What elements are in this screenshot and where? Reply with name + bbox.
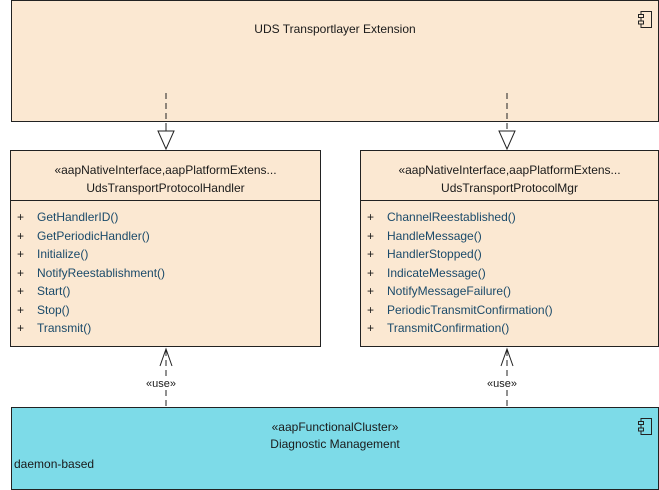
component-icon — [638, 11, 652, 28]
visibility-marker: + — [17, 228, 25, 243]
operation-name: Start() — [37, 284, 71, 298]
operation-item[interactable]: + HandleMessage() — [367, 227, 658, 246]
operation-item[interactable]: + NotifyReestablishment() — [17, 264, 320, 283]
operation-list: + ChannelReestablished() + HandleMessage()… — [361, 201, 658, 338]
use-label-left: «use» — [146, 378, 176, 390]
visibility-marker: + — [367, 228, 375, 243]
visibility-marker: + — [367, 247, 375, 261]
visibility-marker: + — [367, 210, 375, 224]
operation-name: ChannelReestablished() — [387, 210, 516, 224]
visibility-marker: + — [17, 265, 25, 280]
interface-uds-transport-protocol-mgr[interactable]: «aapNativeInterface,aapPlatformExtens...… — [360, 150, 659, 347]
operation-name: GetPeriodicHandler() — [37, 228, 150, 243]
uds-transportlayer-extension-component[interactable]: UDS Transportlayer Extension — [11, 0, 659, 122]
operation-item[interactable]: + NotifyMessageFailure() — [367, 282, 658, 301]
visibility-marker: + — [17, 321, 25, 335]
operation-name: IndicateMessage() — [387, 265, 486, 280]
visibility-marker: + — [367, 321, 375, 335]
visibility-marker: + — [17, 210, 25, 224]
visibility-marker: + — [17, 284, 25, 298]
interface-name: UdsTransportProtocolHandler — [86, 181, 245, 195]
operation-name: TransmitConfirmation() — [387, 321, 510, 335]
component-title: Diagnostic Management — [270, 437, 400, 451]
operation-item[interactable]: + Start() — [17, 282, 320, 301]
operation-item[interactable]: + PeriodicTransmitConfirmation() — [367, 301, 658, 320]
visibility-marker: + — [367, 265, 375, 280]
operation-item[interactable]: + TransmitConfirmation() — [367, 319, 658, 338]
visibility-marker: + — [367, 284, 375, 298]
interface-name: UdsTransportProtocolMgr — [441, 181, 578, 195]
visibility-marker: + — [17, 302, 25, 317]
operation-item[interactable]: + GetHandlerID() — [17, 208, 320, 227]
interface-header: «aapNativeInterface,aapPlatformExtens...… — [361, 151, 658, 201]
interface-header: «aapNativeInterface,aapPlatformExtens...… — [11, 151, 320, 201]
operation-name: GetHandlerID() — [37, 210, 119, 224]
operation-name: Initialize() — [37, 247, 89, 261]
operation-name: Transmit() — [37, 321, 92, 335]
interface-stereotype: «aapNativeInterface,aapPlatformExtens... — [398, 163, 621, 177]
component-property: daemon-based — [14, 457, 95, 471]
operation-name: Stop() — [37, 302, 70, 317]
interface-uds-transport-protocol-handler[interactable]: «aapNativeInterface,aapPlatformExtens...… — [10, 150, 321, 347]
interface-stereotype: «aapNativeInterface,aapPlatformExtens... — [54, 163, 277, 177]
component-icon — [638, 418, 652, 435]
use-label-right: «use» — [487, 378, 517, 390]
operation-item[interactable]: + HandlerStopped() — [367, 245, 658, 264]
operation-name: HandleMessage() — [387, 228, 482, 243]
diagnostic-management-component[interactable]: «aapFunctionalCluster» Diagnostic Manage… — [11, 407, 659, 490]
operation-item[interactable]: + Stop() — [17, 301, 320, 320]
operation-item[interactable]: + IndicateMessage() — [367, 264, 658, 283]
operation-list: + GetHandlerID() + GetPeriodicHandler() + I… — [11, 201, 320, 338]
component-title: UDS Transportlayer Extension — [254, 22, 416, 36]
operation-item[interactable]: + ChannelReestablished() — [367, 208, 658, 227]
component-stereotype: «aapFunctionalCluster» — [271, 420, 399, 434]
operation-name: PeriodicTransmitConfirmation() — [387, 302, 553, 317]
operation-name: NotifyMessageFailure() — [387, 284, 512, 298]
operation-item[interactable]: + GetPeriodicHandler() — [17, 227, 320, 246]
visibility-marker: + — [17, 247, 25, 261]
visibility-marker: + — [367, 302, 375, 317]
operation-name: HandlerStopped() — [387, 247, 482, 261]
operation-name: NotifyReestablishment() — [37, 265, 166, 280]
operation-item[interactable]: + Initialize() — [17, 245, 320, 264]
operation-item[interactable]: + Transmit() — [17, 319, 320, 338]
